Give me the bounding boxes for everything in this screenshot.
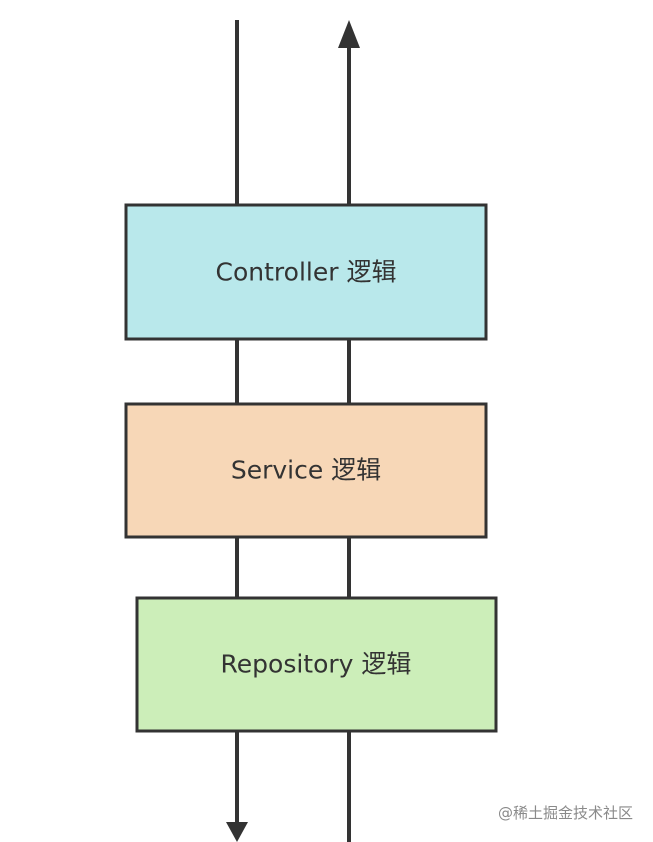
watermark-text: @稀土掘金技术社区 [498, 804, 633, 822]
repository-layer: Repository 逻辑 [135, 596, 498, 733]
service-label: Service 逻辑 [231, 456, 381, 485]
up-arrowhead-icon [338, 20, 360, 48]
service-box [124, 402, 488, 539]
repository-box [135, 596, 498, 733]
down-arrowhead-icon [226, 822, 248, 842]
controller-label: Controller 逻辑 [216, 258, 397, 287]
repository-label: Repository 逻辑 [221, 650, 412, 679]
controller-box [124, 203, 488, 341]
controller-layer: Controller 逻辑 [124, 203, 488, 341]
service-layer: Service 逻辑 [124, 402, 488, 539]
